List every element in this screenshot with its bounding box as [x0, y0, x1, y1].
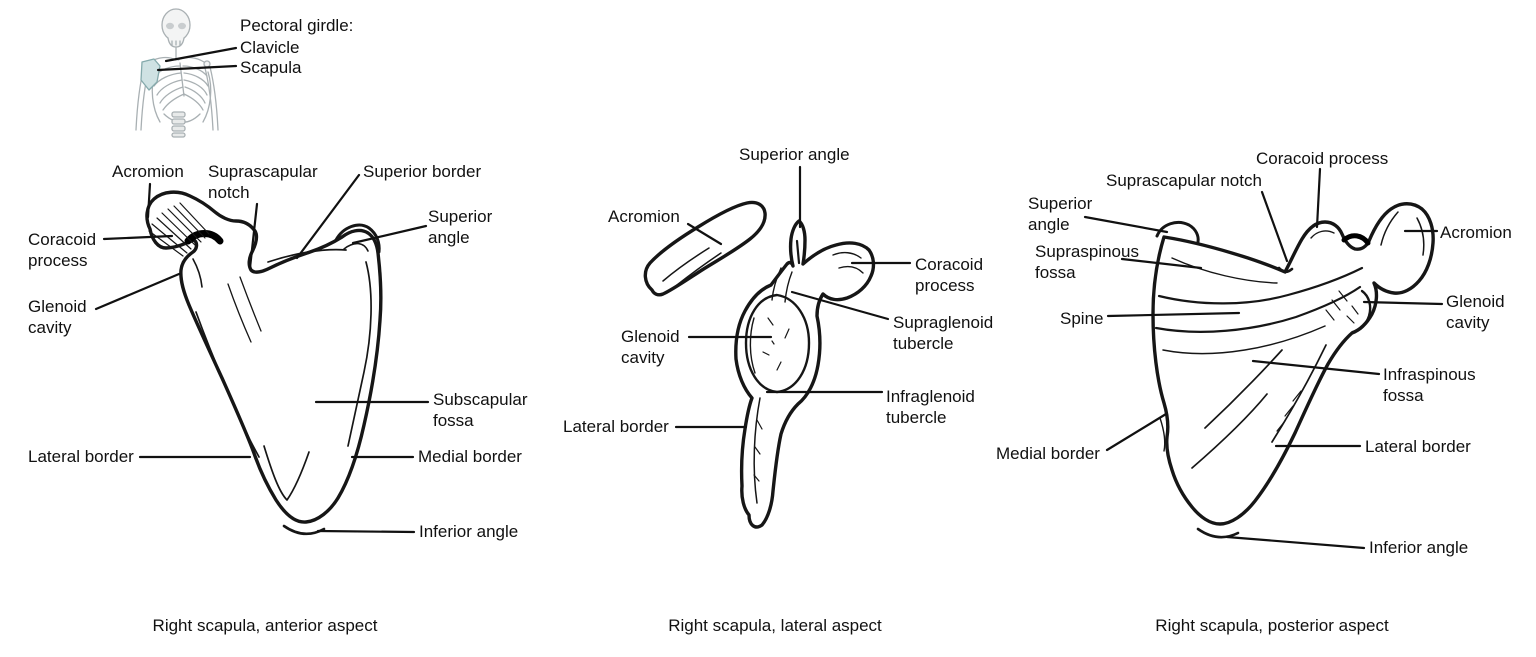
caption-lateral: Right scapula, lateral aspect [668, 616, 882, 635]
label-lateral-supraglenoid-tubercle: Supraglenoid tubercle [893, 313, 994, 353]
eye-socket [178, 22, 186, 30]
coracoid-hatching [148, 202, 210, 257]
label-posterior-superior-angle: Superior angle [1028, 194, 1093, 234]
label-lateral-infraglenoid-tubercle: Infraglenoid tubercle [886, 387, 975, 427]
label-posterior-acromion: Acromion [1440, 223, 1512, 242]
label-posterior-coracoid-process: Coracoid process [1256, 149, 1389, 168]
inset-label-scapula: Scapula [240, 58, 302, 77]
skull [161, 8, 191, 42]
inset-title: Pectoral girdle: [240, 16, 354, 35]
skeleton-inset-illustration [135, 8, 219, 138]
inferior-angle-arc [1196, 527, 1240, 539]
label-anterior-inferior-angle: Inferior angle [419, 522, 519, 541]
label-anterior-suprascapular-notch: Suprascapular notch [208, 162, 318, 202]
anterior-scapula-drawing [145, 190, 383, 536]
label-anterior-subscapular-fossa: Subscapular fossa [433, 390, 528, 430]
label-lateral-coracoid-process: Coracoid process [915, 255, 984, 295]
label-posterior-inferior-angle: Inferior angle [1369, 538, 1469, 557]
label-posterior-spine: Spine [1060, 309, 1104, 328]
glenoid-edge [1351, 289, 1372, 334]
label-posterior-suprascapular-notch: Suprascapular notch [1106, 171, 1262, 190]
inset-label-clavicle: Clavicle [240, 38, 300, 57]
caption-posterior: Right scapula, posterior aspect [1155, 616, 1389, 635]
label-posterior-medial-border: Medial border [996, 444, 1100, 463]
label-anterior-glenoid-cavity: Glenoid cavity [28, 297, 87, 337]
vertebrae [171, 111, 186, 138]
label-posterior-supraspinous-fossa: Supraspinous fossa [1035, 242, 1139, 282]
label-anterior-superior-border: Superior border [363, 162, 482, 181]
caption-anterior: Right scapula, anterior aspect [152, 616, 378, 635]
label-lateral-acromion: Acromion [608, 207, 680, 226]
spine-ridge [1157, 266, 1364, 305]
label-lateral-glenoid-cavity: Glenoid cavity [621, 327, 680, 367]
label-posterior-infraspinous-fossa: Infraspinous fossa [1383, 365, 1476, 405]
label-anterior-superior-angle: Superior angle [428, 207, 493, 247]
label-anterior-acromion: Acromion [112, 162, 184, 181]
label-anterior-medial-border: Medial border [418, 447, 522, 466]
highlighted-scapula [140, 58, 161, 91]
label-posterior-lateral-border: Lateral border [1365, 437, 1471, 456]
label-anterior-lateral-border: Lateral border [28, 447, 134, 466]
leader-lines [94, 46, 1444, 550]
label-anterior-coracoid-process: Coracoid process [28, 230, 97, 270]
posterior-scapula-drawing [1151, 202, 1435, 539]
label-lateral-lateral-border: Lateral border [563, 417, 669, 436]
eye-socket [166, 22, 174, 30]
label-lateral-superior-angle: Superior angle [739, 145, 850, 164]
label-posterior-glenoid-cavity: Glenoid cavity [1446, 292, 1505, 332]
lateral-scapula-drawing [643, 200, 876, 529]
